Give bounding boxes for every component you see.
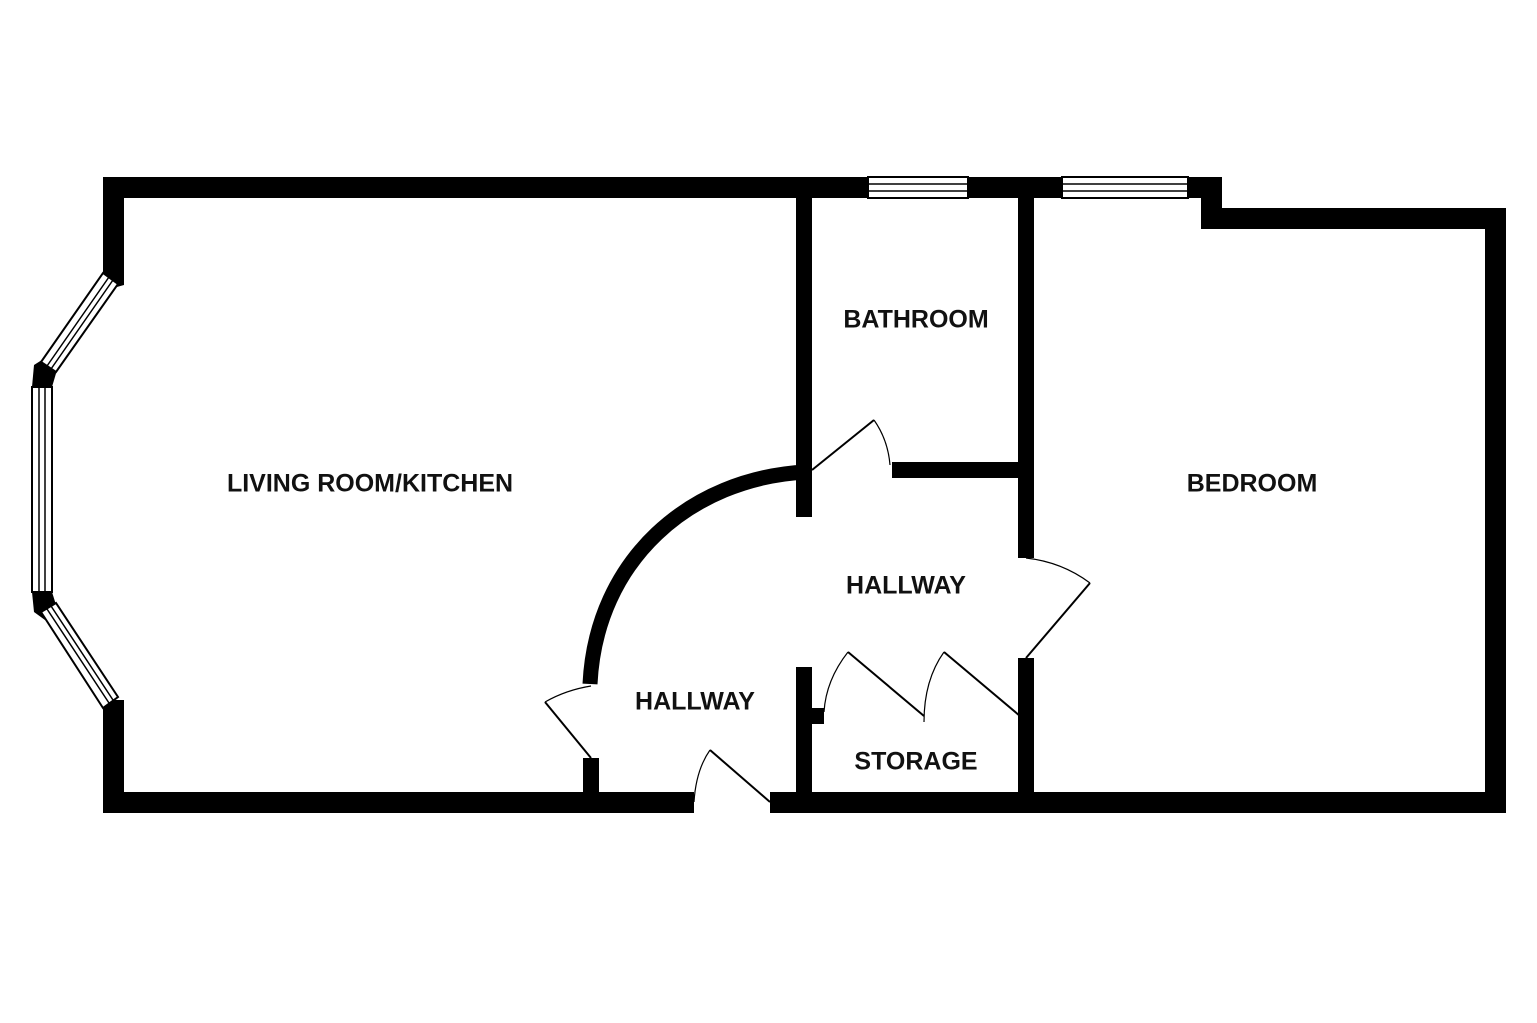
- label-bathroom: BATHROOM: [843, 306, 988, 334]
- door-bathroom: [811, 419, 891, 471]
- window-bathroom: [867, 176, 969, 199]
- door-bedroom: [1025, 557, 1091, 659]
- interior-walls: [582, 177, 1034, 813]
- label-living-room: LIVING ROOM/KITCHEN: [227, 470, 513, 498]
- label-bedroom: BEDROOM: [1187, 470, 1318, 498]
- door-entry: [693, 749, 771, 803]
- door-living-room: [544, 685, 592, 759]
- label-storage: STORAGE: [854, 748, 977, 776]
- bay-window: [31, 271, 120, 710]
- label-hallway-main: HALLWAY: [846, 572, 966, 600]
- exterior-walls: [32, 177, 1506, 813]
- door-storage: [823, 651, 1021, 723]
- window-bedroom: [1061, 176, 1189, 199]
- room-labels: LIVING ROOM/KITCHEN BATHROOM BEDROOM HAL…: [227, 306, 1317, 776]
- label-hallway-entry: HALLWAY: [635, 688, 755, 716]
